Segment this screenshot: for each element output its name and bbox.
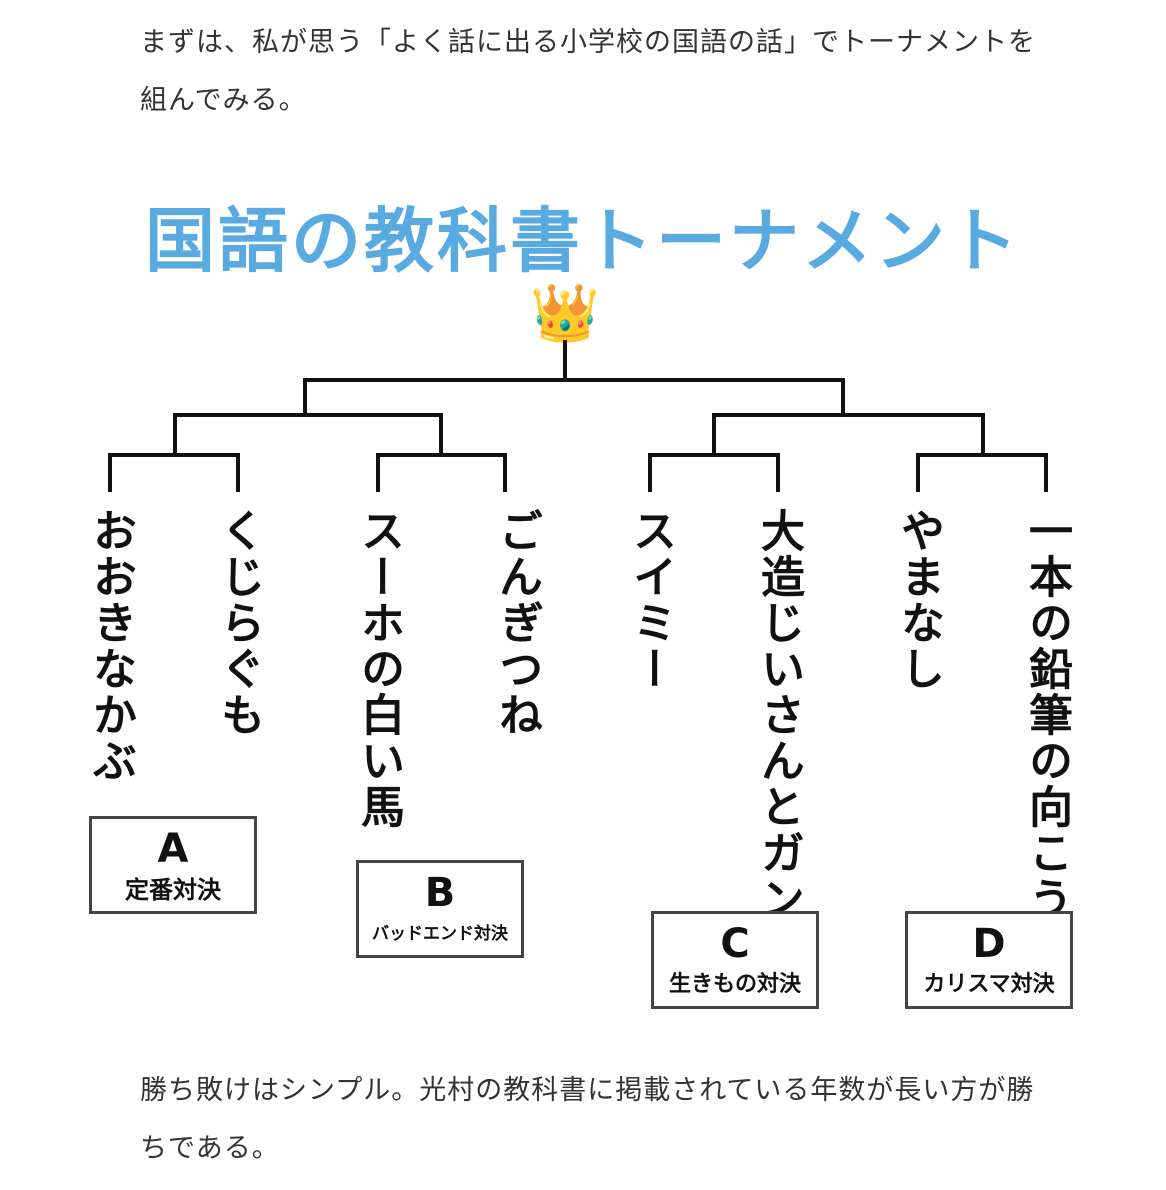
bracket-final-line	[303, 340, 845, 417]
bracket-match-d-line	[916, 453, 1048, 492]
group-name: バッドエンド対決	[372, 924, 508, 944]
crown-icon: 👑	[530, 281, 600, 346]
group-d-box: D カリスマ対決	[905, 911, 1073, 1009]
group-letter: A	[157, 826, 189, 872]
group-letter: C	[720, 921, 750, 967]
tournament-title: 国語の教科書トーナメント	[145, 200, 1021, 282]
outro-paragraph: 勝ち敗けはシンプル。光村の教科書に掲載されている年数が長い方が勝ちである。	[140, 1075, 1035, 1164]
bracket-semi-right-line	[712, 413, 985, 457]
bracket-match-a-line	[108, 453, 240, 492]
group-letter: B	[424, 870, 456, 916]
bracket-semi-left-line	[173, 413, 443, 457]
bracket-match-b-line	[376, 453, 507, 492]
group-name: 定番対決	[125, 876, 221, 904]
entry-4: ごんぎつね	[491, 508, 542, 738]
group-name: カリスマ対決	[923, 972, 1055, 997]
intro-paragraph: まずは、私が思う「よく話に出る小学校の国語の話」でトーナメントを組んでみる。	[140, 27, 1036, 116]
group-name: 生きもの対決	[668, 972, 801, 997]
group-a-box: A 定番対決	[89, 816, 257, 914]
group-b-box: B バッドエンド対決	[356, 860, 524, 958]
bracket-match-c-line	[648, 453, 780, 492]
entry-5: スイミー	[625, 508, 676, 692]
entry-6: 大造じいさんとガン	[753, 508, 804, 922]
group-c-box: C 生きもの対決	[651, 911, 819, 1009]
entry-8: 一本の鉛筆の向こうに	[1021, 508, 1072, 968]
entry-3: スーホの白い馬	[353, 508, 404, 830]
group-letter: D	[972, 921, 1006, 967]
entry-1: おおきなかぶ	[85, 508, 136, 784]
entry-7: やまなし	[893, 508, 944, 692]
entry-2: くじらぐも	[213, 508, 264, 738]
